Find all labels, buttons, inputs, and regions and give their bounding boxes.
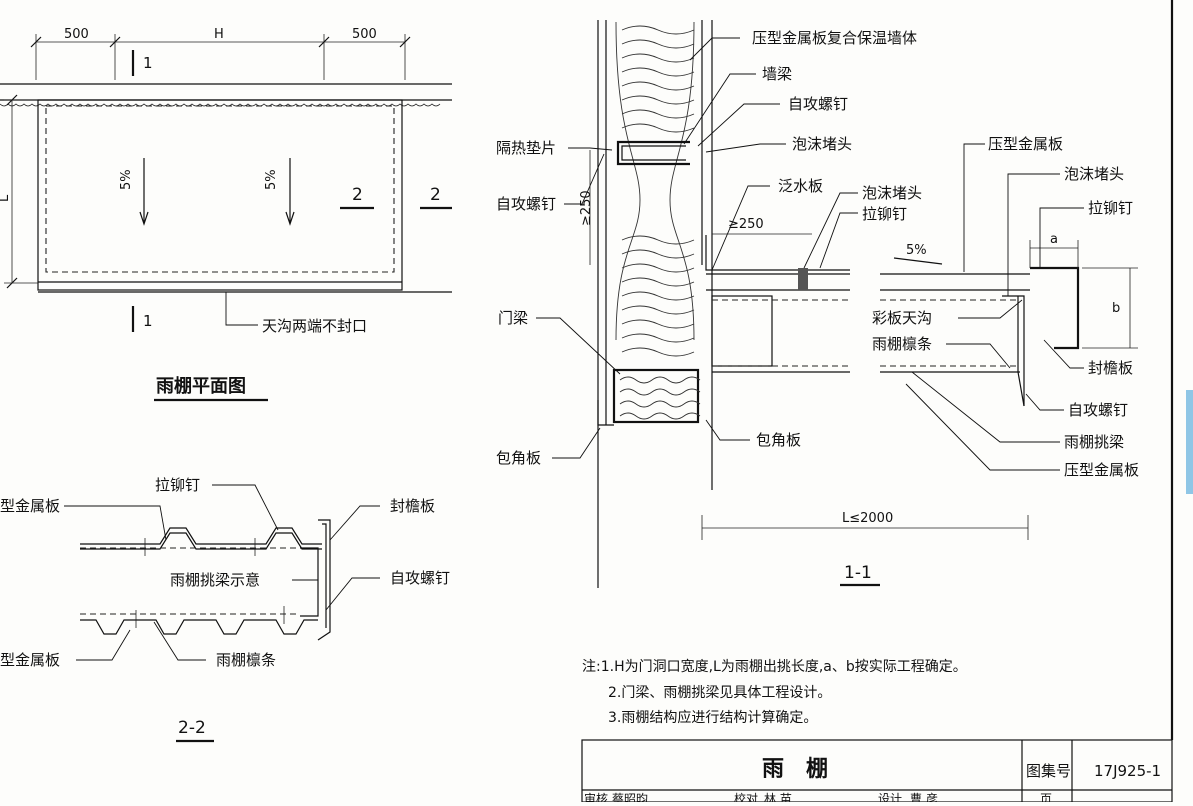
note-line-3: 3.雨棚结构应进行结构计算确定。 — [608, 709, 817, 726]
plan-section2-left: 2 — [352, 185, 363, 205]
s11-screw-right: 自攻螺钉 — [1068, 401, 1128, 419]
s11-dim-250-v: ≥250 — [579, 190, 594, 226]
titleblock-reviewer: 蔡昭昀 — [612, 792, 648, 802]
note-line-2: 2.门梁、雨棚挑梁见具体工程设计。 — [608, 685, 831, 701]
s11-corner-left: 包角板 — [496, 449, 541, 467]
titleblock-designer: 曹 彦 — [910, 791, 938, 802]
s11-corner-bottom: 包角板 — [756, 431, 801, 449]
section-2-2: 拉铆钉 型金属板 封檐板 雨棚挑梁示意 自攻螺钉 型金属板 雨棚檩条 2-2 — [0, 476, 450, 743]
s11-rivet: 拉铆钉 — [862, 205, 907, 223]
s22-label-fascia: 封檐板 — [390, 497, 435, 515]
plan-dim-mid: H — [214, 27, 224, 42]
s11-gutter: 彩板天沟 — [872, 309, 932, 327]
titleblock-design: 设计 — [878, 792, 902, 802]
s11-screw-left: 自攻螺钉 — [496, 195, 556, 213]
s11-rivet-right: 拉铆钉 — [1088, 199, 1133, 217]
s11-purlin: 雨棚檩条 — [872, 335, 932, 353]
s11-wall-label: 压型金属板复合保温墙体 — [752, 29, 917, 47]
note-line-1: 注:1.H为门洞口宽度,L为雨棚出挑长度,a、b按实际工程确定。 — [582, 658, 967, 675]
s11-door-beam: 门梁 — [498, 309, 528, 327]
s22-label-beam: 雨棚挑梁示意 — [170, 571, 260, 589]
s11-flashing: 泛水板 — [778, 177, 823, 195]
s11-fascia: 封檐板 — [1088, 359, 1133, 377]
s22-label-purlin: 雨棚檩条 — [216, 651, 276, 669]
s11-dim-b: b — [1112, 301, 1120, 316]
s11-wall-beam: 墙梁 — [762, 65, 792, 83]
notes-block: 注:1.H为门洞口宽度,L为雨棚出挑长度,a、b按实际工程确定。 2.门梁、雨棚… — [582, 658, 967, 726]
title-block: 雨 棚 图集号 17J925-1 审核 蔡昭昀 校对 林 苗 设计 曹 彦 页 — [581, 739, 1173, 806]
plan-dim-height: L — [0, 194, 12, 202]
plan-section-mark-top: 1 — [143, 54, 153, 72]
s11-canopy-beam: 雨棚挑梁 — [1064, 433, 1124, 451]
titleblock-page: 页 — [1040, 792, 1052, 802]
s11-screw-top: 自攻螺钉 — [788, 95, 848, 113]
s11-metal-sheet-bottom: 压型金属板 — [1064, 461, 1139, 479]
s22-label-rivet: 拉铆钉 — [155, 476, 200, 494]
titleblock-check: 校对 — [734, 791, 758, 802]
s11-foam-cap-3: 泡沫堵头 — [1064, 165, 1124, 183]
s11-insul-pad: 隔热垫片 — [496, 139, 556, 157]
plan-gutter-note: 天沟两端不封口 — [262, 317, 367, 335]
titleblock-atlas-no: 17J925-1 — [1094, 762, 1161, 780]
s22-label-metal-top: 型金属板 — [0, 497, 60, 515]
s22-title: 2-2 — [178, 718, 206, 738]
s11-dim-250-h: ≥250 — [728, 217, 764, 232]
s22-label-screw: 自攻螺钉 — [390, 569, 450, 587]
plan-slope-left: 5% — [119, 169, 134, 190]
plan-section-mark-bottom: 1 — [143, 312, 153, 330]
titleblock-atlas-label: 图集号 — [1026, 762, 1071, 780]
s11-dim-L: L≤2000 — [842, 511, 893, 526]
section-1-1: a b 5% ≥250 ≥250 L≤2000 压型金属板复合保温墙体 墙梁 自… — [496, 20, 1139, 588]
s11-slope: 5% — [906, 243, 927, 258]
plan-section2-right: 2 — [430, 185, 441, 205]
s11-dim-a: a — [1050, 232, 1058, 247]
titleblock-review: 审核 — [584, 791, 608, 802]
s11-metal-sheet-top: 压型金属板 — [988, 135, 1063, 153]
foam-cap-block — [798, 268, 808, 290]
plan-slope-right: 5% — [264, 169, 279, 190]
titleblock-title: 雨 棚 — [762, 757, 828, 782]
s22-label-metal-bottom: 型金属板 — [0, 651, 60, 669]
page-edge-tab — [1186, 390, 1193, 494]
plan-dim-right: 500 — [352, 27, 377, 42]
s11-foam-cap-2: 泡沫堵头 — [862, 184, 922, 202]
titleblock-checker: 林 苗 — [764, 792, 792, 802]
plan-dim-left: 500 — [64, 27, 89, 42]
canopy-plan-view: 500 H 500 1 L 5% 5% 2 2 — [0, 27, 452, 402]
s11-foam-cap-1: 泡沫堵头 — [792, 135, 852, 153]
plan-title: 雨棚平面图 — [156, 375, 246, 397]
s11-title: 1-1 — [844, 563, 872, 583]
